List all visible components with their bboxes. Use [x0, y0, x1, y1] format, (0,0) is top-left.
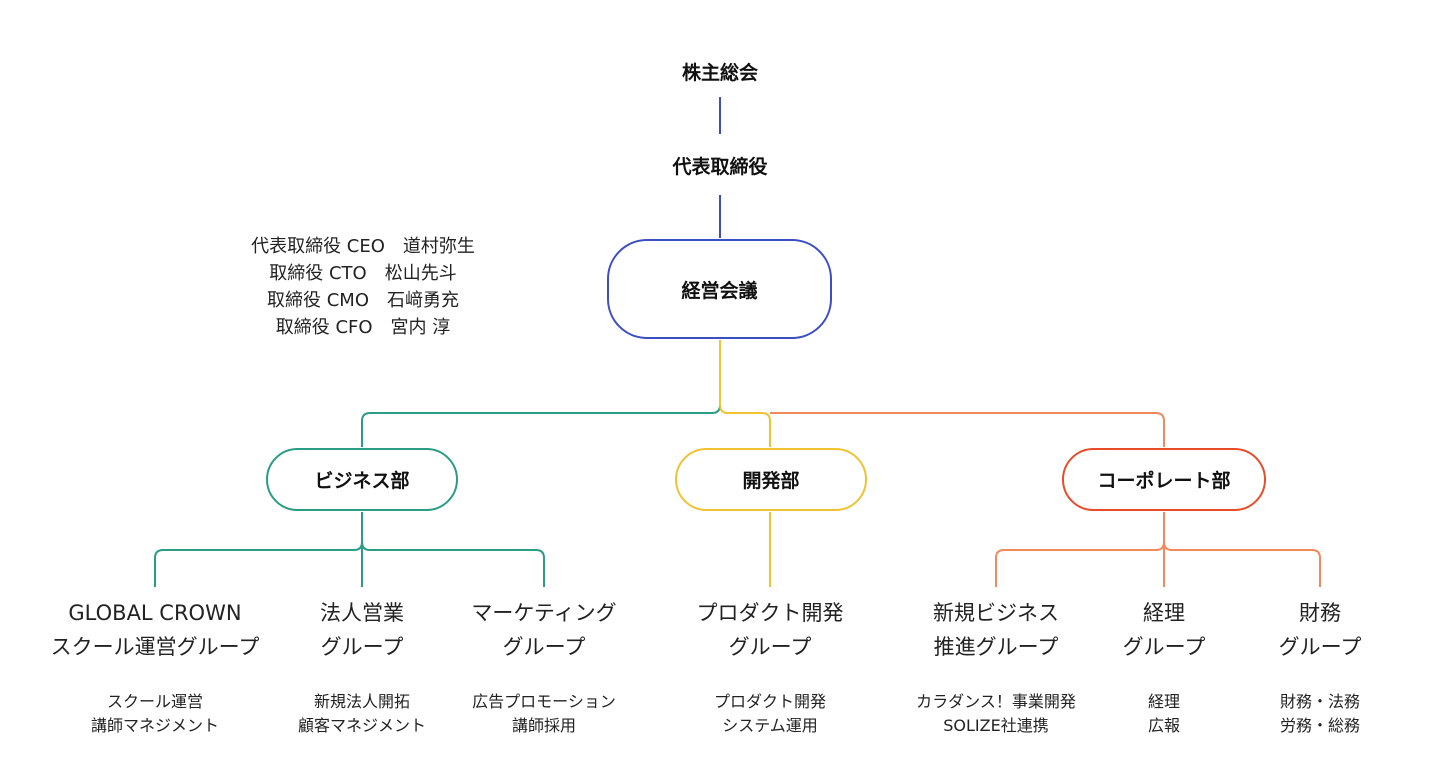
duties-accounting: 経理 広報 — [1147, 692, 1180, 735]
node-shareholders: 株主総会 — [681, 62, 758, 84]
node-dev-dept: 開発部 — [675, 448, 867, 511]
group-new-business: 新規ビジネス 推進グループ — [933, 601, 1059, 659]
node-management-label: 経営会議 — [681, 279, 758, 302]
line-to-dev — [719, 404, 771, 447]
duties-global-crown: スクール運営 講師マネジメント — [90, 692, 219, 735]
executive-cfo: 取締役 CFO 宮内 淳 — [275, 317, 451, 338]
duties-marketing: 広告プロモーション 講師採用 — [472, 692, 616, 735]
line-to-business — [361, 404, 721, 447]
duties-finance: 財務・法務 労務・総務 — [1279, 692, 1360, 735]
executive-ceo: 代表取締役 CEO 道村弥生 — [251, 236, 475, 257]
line-corporate-right — [1163, 541, 1321, 587]
duties-corporate-sales: 新規法人開拓 顧客マネジメント — [297, 692, 426, 735]
node-representative: 代表取締役 — [672, 156, 768, 178]
node-business-dept-label: ビジネス部 — [314, 470, 410, 492]
line-business-right — [361, 541, 545, 587]
node-business-dept: ビジネス部 — [266, 448, 458, 511]
line-corporate-left — [995, 541, 1165, 587]
node-management: 経営会議 — [607, 239, 832, 339]
node-corporate-dept-label: コーポレート部 — [1097, 470, 1231, 492]
group-global-crown: GLOBAL CROWN スクール運営グループ — [50, 601, 260, 659]
group-corporate-sales: 法人営業 グループ — [320, 601, 404, 659]
executive-cmo: 取締役 CMO 石﨑勇充 — [267, 290, 459, 311]
executives-list: 代表取締役 CEO 道村弥生 取締役 CTO 松山先斗 取締役 CMO 石﨑勇充… — [218, 233, 508, 341]
line-business-left — [154, 541, 363, 587]
duties-new-business: カラダンス！事業開発 SOLIZE社連携 — [916, 692, 1076, 735]
executive-cto: 取締役 CTO 松山先斗 — [269, 263, 457, 284]
group-accounting: 経理 グループ — [1122, 601, 1206, 659]
group-finance: 財務 グループ — [1278, 601, 1362, 659]
group-marketing: マーケティング グループ — [471, 601, 617, 659]
node-dev-dept-label: 開発部 — [742, 470, 800, 492]
node-corporate-dept: コーポレート部 — [1062, 448, 1266, 511]
duties-product-dev: プロダクト開発 システム運用 — [713, 692, 826, 735]
group-product-dev: プロダクト開発 グループ — [696, 601, 844, 659]
line-to-corporate — [770, 412, 1165, 447]
